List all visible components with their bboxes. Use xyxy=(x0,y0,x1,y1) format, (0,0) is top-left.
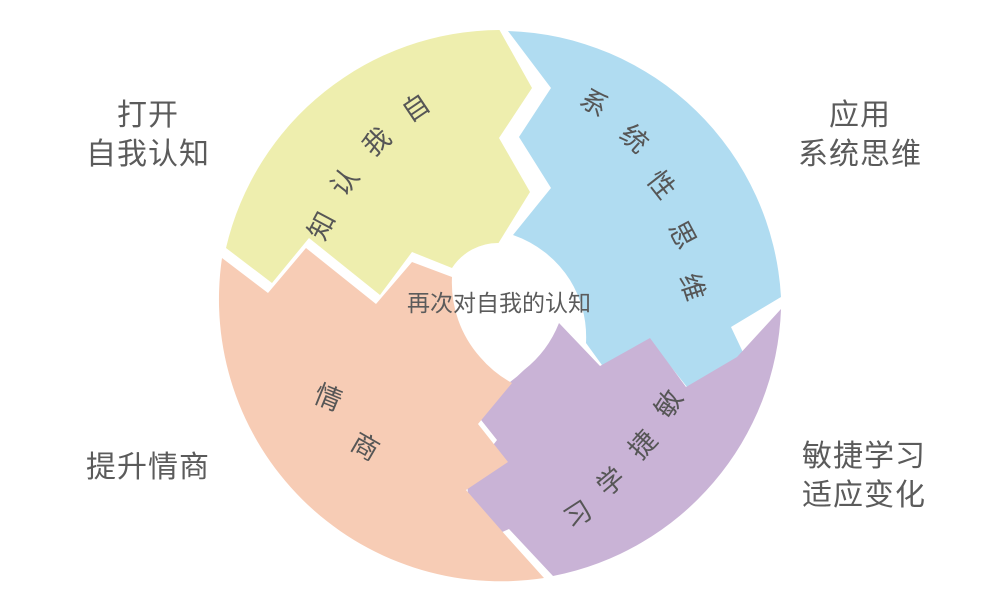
outer-label-systems-thinking: 应用 系统思维 xyxy=(798,99,922,171)
outer-label-self-awareness: 打开 自我认知 xyxy=(86,99,210,171)
center-label: 再次对自我的认知 xyxy=(407,290,591,316)
segment-agile-learning-shape[interactable] xyxy=(466,309,781,576)
segment-emotional-intelligence-shape[interactable] xyxy=(218,248,544,582)
outer-label-emotional-intelligence: 提升情商 xyxy=(86,451,210,484)
segment-self-awareness[interactable]: 自 我 认 知 xyxy=(226,30,532,295)
segment-emotional-intelligence[interactable]: 情 商 xyxy=(218,248,544,582)
segment-self-awareness-shape[interactable] xyxy=(226,30,532,295)
segment-agile-learning[interactable]: 敏 捷 学 习 xyxy=(466,309,781,576)
segment-systems-thinking[interactable]: 系 统 性 思 维 xyxy=(508,31,781,411)
outer-label-agile-learning: 敏捷学习 适应变化 xyxy=(802,440,926,512)
segment-systems-thinking-shape[interactable] xyxy=(508,31,781,411)
